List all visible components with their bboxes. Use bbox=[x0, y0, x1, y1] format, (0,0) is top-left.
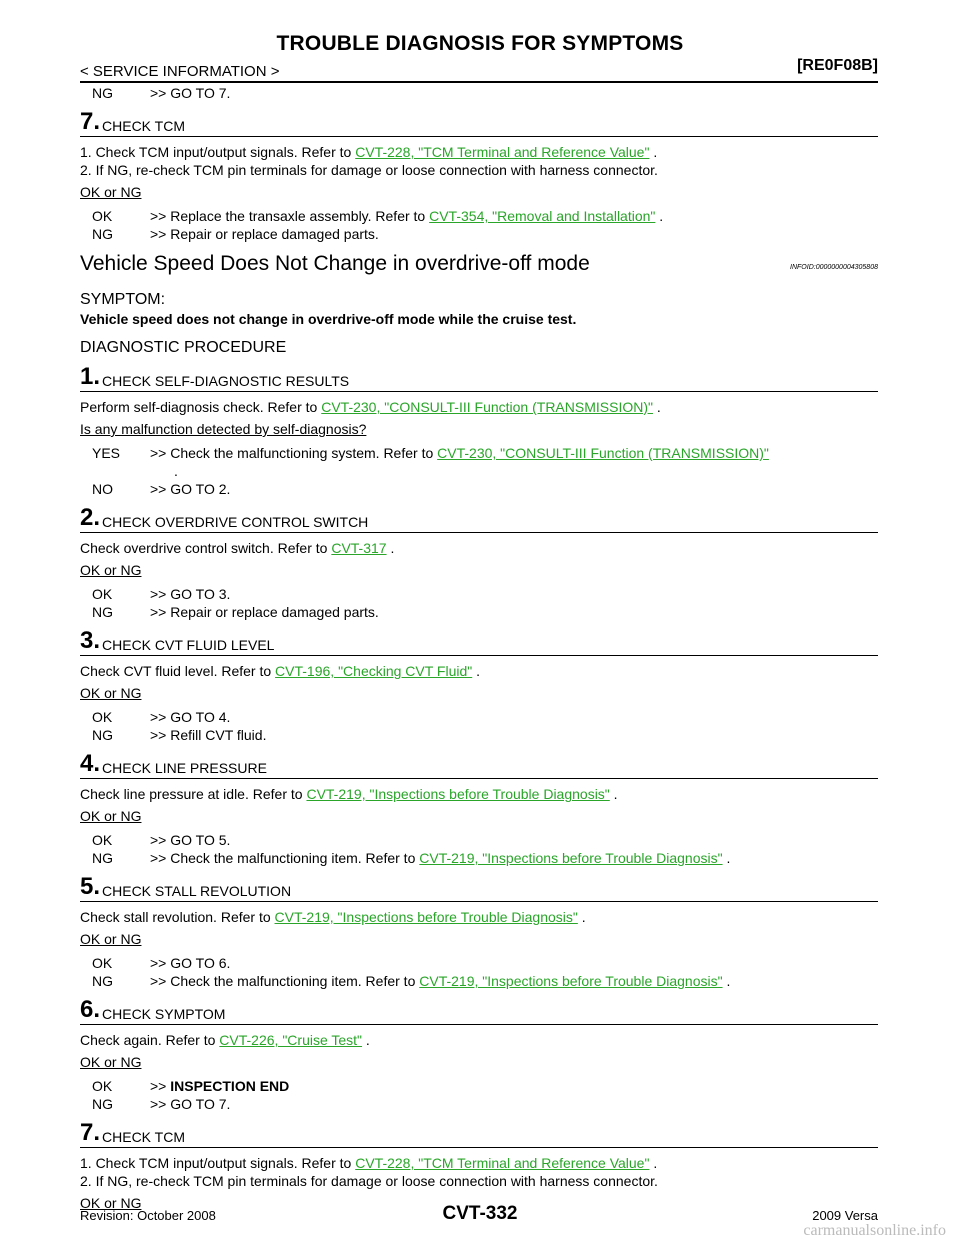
step-2-ng: NG>> Repair or replace damaged parts. bbox=[92, 604, 379, 620]
step-7-top-ng: NG>> Repair or replace damaged parts. bbox=[92, 226, 379, 242]
step-4-question: OK or NG bbox=[80, 808, 142, 824]
link-cvt-219-stall[interactable]: CVT-219, "Inspections before Trouble Dia… bbox=[274, 909, 578, 925]
link-cvt-219-ng[interactable]: CVT-219, "Inspections before Trouble Dia… bbox=[419, 850, 723, 866]
step-3-ok: OK>> GO TO 4. bbox=[92, 709, 231, 725]
content: NG>> GO TO 7. 7. CHECK TCM 1. Check TCM … bbox=[80, 84, 878, 1218]
section-label: < SERVICE INFORMATION > bbox=[80, 63, 280, 80]
link-cvt-219-stall-ng[interactable]: CVT-219, "Inspections before Trouble Dia… bbox=[419, 973, 723, 989]
link-cvt-230-yes[interactable]: CVT-230, "CONSULT-III Function (TRANSMIS… bbox=[437, 445, 769, 461]
step-7-heading: 7. CHECK TCM bbox=[80, 1117, 878, 1148]
step-1-text: Perform self-diagnosis check. Refer to C… bbox=[80, 399, 661, 415]
symptom-text: Vehicle speed does not change in overdri… bbox=[80, 311, 577, 327]
step-6-ng: NG>> GO TO 7. bbox=[92, 1096, 231, 1112]
step-7-item-1: 1. Check TCM input/output signals. Refer… bbox=[80, 1155, 658, 1171]
step-1-no: NO>> GO TO 2. bbox=[92, 481, 231, 497]
link-cvt-354[interactable]: CVT-354, "Removal and Installation" bbox=[429, 208, 656, 224]
step-2-ok: OK>> GO TO 3. bbox=[92, 586, 231, 602]
diagnostic-heading: DIAGNOSTIC PROCEDURE bbox=[80, 339, 287, 356]
step-6-question: OK or NG bbox=[80, 1054, 142, 1070]
step-3-heading: 3. CHECK CVT FLUID LEVEL bbox=[80, 625, 878, 656]
step-4-heading: 4. CHECK LINE PRESSURE bbox=[80, 748, 878, 779]
step-7-top-item-1: 1. Check TCM input/output signals. Refer… bbox=[80, 144, 658, 160]
step-3-ng: NG>> Refill CVT fluid. bbox=[92, 727, 267, 743]
step-5-heading: 5. CHECK STALL REVOLUTION bbox=[80, 871, 878, 902]
header-rule bbox=[80, 81, 878, 83]
step-3-text: Check CVT fluid level. Refer to CVT-196,… bbox=[80, 663, 481, 679]
step-2-question: OK or NG bbox=[80, 562, 142, 578]
footer-model: 2009 Versa bbox=[812, 1208, 878, 1223]
footer-revision: Revision: October 2008 bbox=[80, 1208, 216, 1223]
step-4-ng: NG>> Check the malfunctioning item. Refe… bbox=[92, 850, 731, 866]
symptom-heading: SYMPTOM: bbox=[80, 291, 166, 308]
step-5-question: OK or NG bbox=[80, 931, 142, 947]
watermark: carmanualsonline.info bbox=[803, 1222, 946, 1239]
step-3-question: OK or NG bbox=[80, 685, 142, 701]
step-4-text: Check line pressure at idle. Refer to CV… bbox=[80, 786, 618, 802]
link-cvt-228[interactable]: CVT-228, "TCM Terminal and Reference Val… bbox=[355, 144, 650, 160]
model-code: [RE0F08B] bbox=[797, 57, 878, 74]
link-cvt-317[interactable]: CVT-317 bbox=[331, 540, 387, 556]
section-heading: Vehicle Speed Does Not Change in overdri… bbox=[80, 252, 878, 275]
step-2-text: Check overdrive control switch. Refer to… bbox=[80, 540, 395, 556]
link-cvt-196[interactable]: CVT-196, "Checking CVT Fluid" bbox=[275, 663, 473, 679]
step-4-ok: OK>> GO TO 5. bbox=[92, 832, 231, 848]
footer-page-number: CVT-332 bbox=[442, 1203, 518, 1224]
step-1-yes: YES>> Check the malfunctioning system. R… bbox=[92, 445, 769, 461]
step-1-heading: 1. CHECK SELF-DIAGNOSTIC RESULTS bbox=[80, 361, 878, 392]
link-cvt-228-bottom[interactable]: CVT-228, "TCM Terminal and Reference Val… bbox=[355, 1155, 650, 1171]
step-5-text: Check stall revolution. Refer to CVT-219… bbox=[80, 909, 586, 925]
step-2-heading: 2. CHECK OVERDRIVE CONTROL SWITCH bbox=[80, 502, 878, 533]
step-6-heading: 6. CHECK SYMPTOM bbox=[80, 994, 878, 1025]
link-cvt-219[interactable]: CVT-219, "Inspections before Trouble Dia… bbox=[306, 786, 610, 802]
step-1-question: Is any malfunction detected by self-diag… bbox=[80, 421, 367, 437]
step-5-ok: OK>> GO TO 6. bbox=[92, 955, 231, 971]
step-7-question: OK or NG bbox=[80, 1195, 142, 1211]
step-5-ng: NG>> Check the malfunctioning item. Refe… bbox=[92, 973, 731, 989]
link-cvt-230[interactable]: CVT-230, "CONSULT-III Function (TRANSMIS… bbox=[321, 399, 653, 415]
info-id: INFOID:0000000004305808 bbox=[790, 264, 878, 271]
step-7-top-question: OK or NG bbox=[80, 184, 142, 200]
step-6-text: Check again. Refer to CVT-226, "Cruise T… bbox=[80, 1032, 370, 1048]
step-7-top-heading: 7. CHECK TCM bbox=[80, 106, 878, 137]
top-ng-line: NG>> GO TO 7. bbox=[92, 85, 231, 101]
step-6-ok: OK>> INSPECTION END bbox=[92, 1078, 290, 1094]
step-7-item-2: 2. If NG, re-check TCM pin terminals for… bbox=[80, 1173, 658, 1189]
step-1-yes-cont: . bbox=[174, 463, 178, 479]
step-7-top-item-2: 2. If NG, re-check TCM pin terminals for… bbox=[80, 162, 658, 178]
step-7-top-ok: OK>> Replace the transaxle assembly. Ref… bbox=[92, 208, 664, 224]
page-title: TROUBLE DIAGNOSIS FOR SYMPTOMS bbox=[276, 32, 684, 55]
link-cvt-226[interactable]: CVT-226, "Cruise Test" bbox=[219, 1032, 363, 1048]
